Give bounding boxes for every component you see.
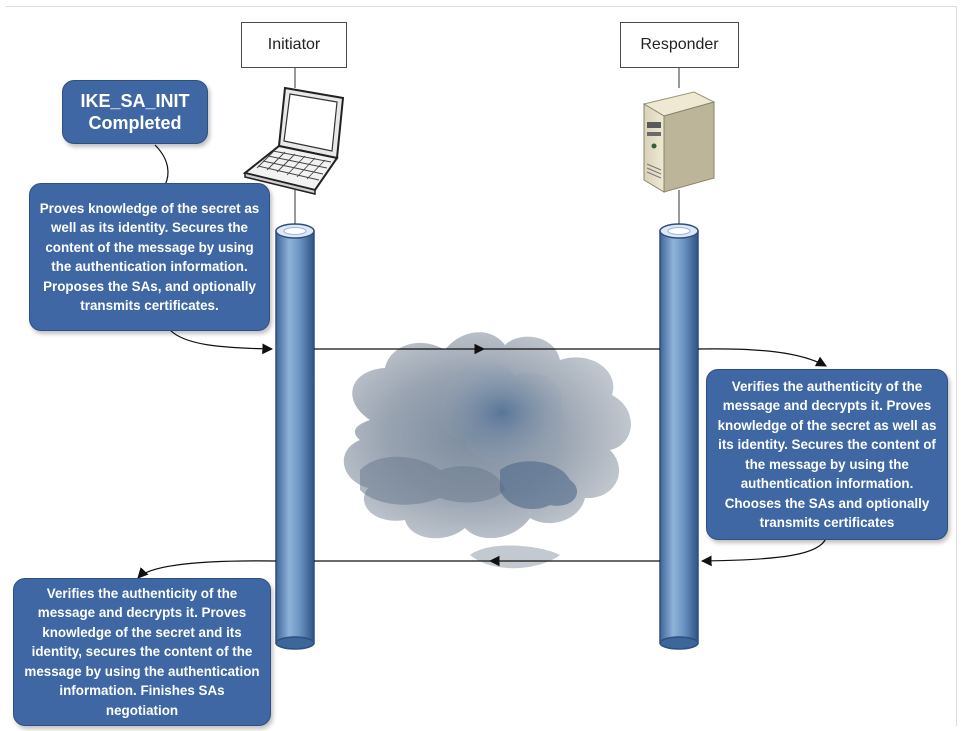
arrow-responder-receive <box>697 348 827 367</box>
arrow-responder-send <box>700 537 827 567</box>
ike-sa-init-text: IKE_SA_INIT Completed <box>80 91 190 133</box>
responder-verify-callout: Verifies the authenticity of the message… <box>706 369 948 540</box>
initiator-auth-text: Proves knowledge of the secret as well a… <box>39 200 260 314</box>
responder-verify-text: Verifies the authenticity of the message… <box>717 378 937 531</box>
responder-lifeline <box>659 223 699 650</box>
responder-label-box: Responder <box>620 22 739 68</box>
ike-sa-init-callout: IKE_SA_INIT Completed <box>62 80 208 144</box>
title-bubble-tail <box>154 144 169 186</box>
initiator-label-box: Initiator <box>241 22 347 68</box>
initiator-verify-text: Verifies the authenticity of the message… <box>24 585 260 718</box>
cloud-icon <box>343 332 631 569</box>
laptop-icon <box>242 86 345 195</box>
initiator-label: Initiator <box>267 36 321 53</box>
diagram-frame <box>6 6 957 726</box>
initiator-auth-callout: Proves knowledge of the secret as well a… <box>29 183 270 331</box>
arrow-initiator-receive <box>137 560 277 579</box>
arrow-initiator-send <box>169 329 274 355</box>
initiator-verify-callout: Verifies the authenticity of the message… <box>13 578 271 726</box>
server-tower-icon <box>642 91 716 193</box>
message-arrows <box>137 144 827 579</box>
responder-label: Responder <box>640 36 719 53</box>
initiator-lifeline <box>275 223 315 650</box>
